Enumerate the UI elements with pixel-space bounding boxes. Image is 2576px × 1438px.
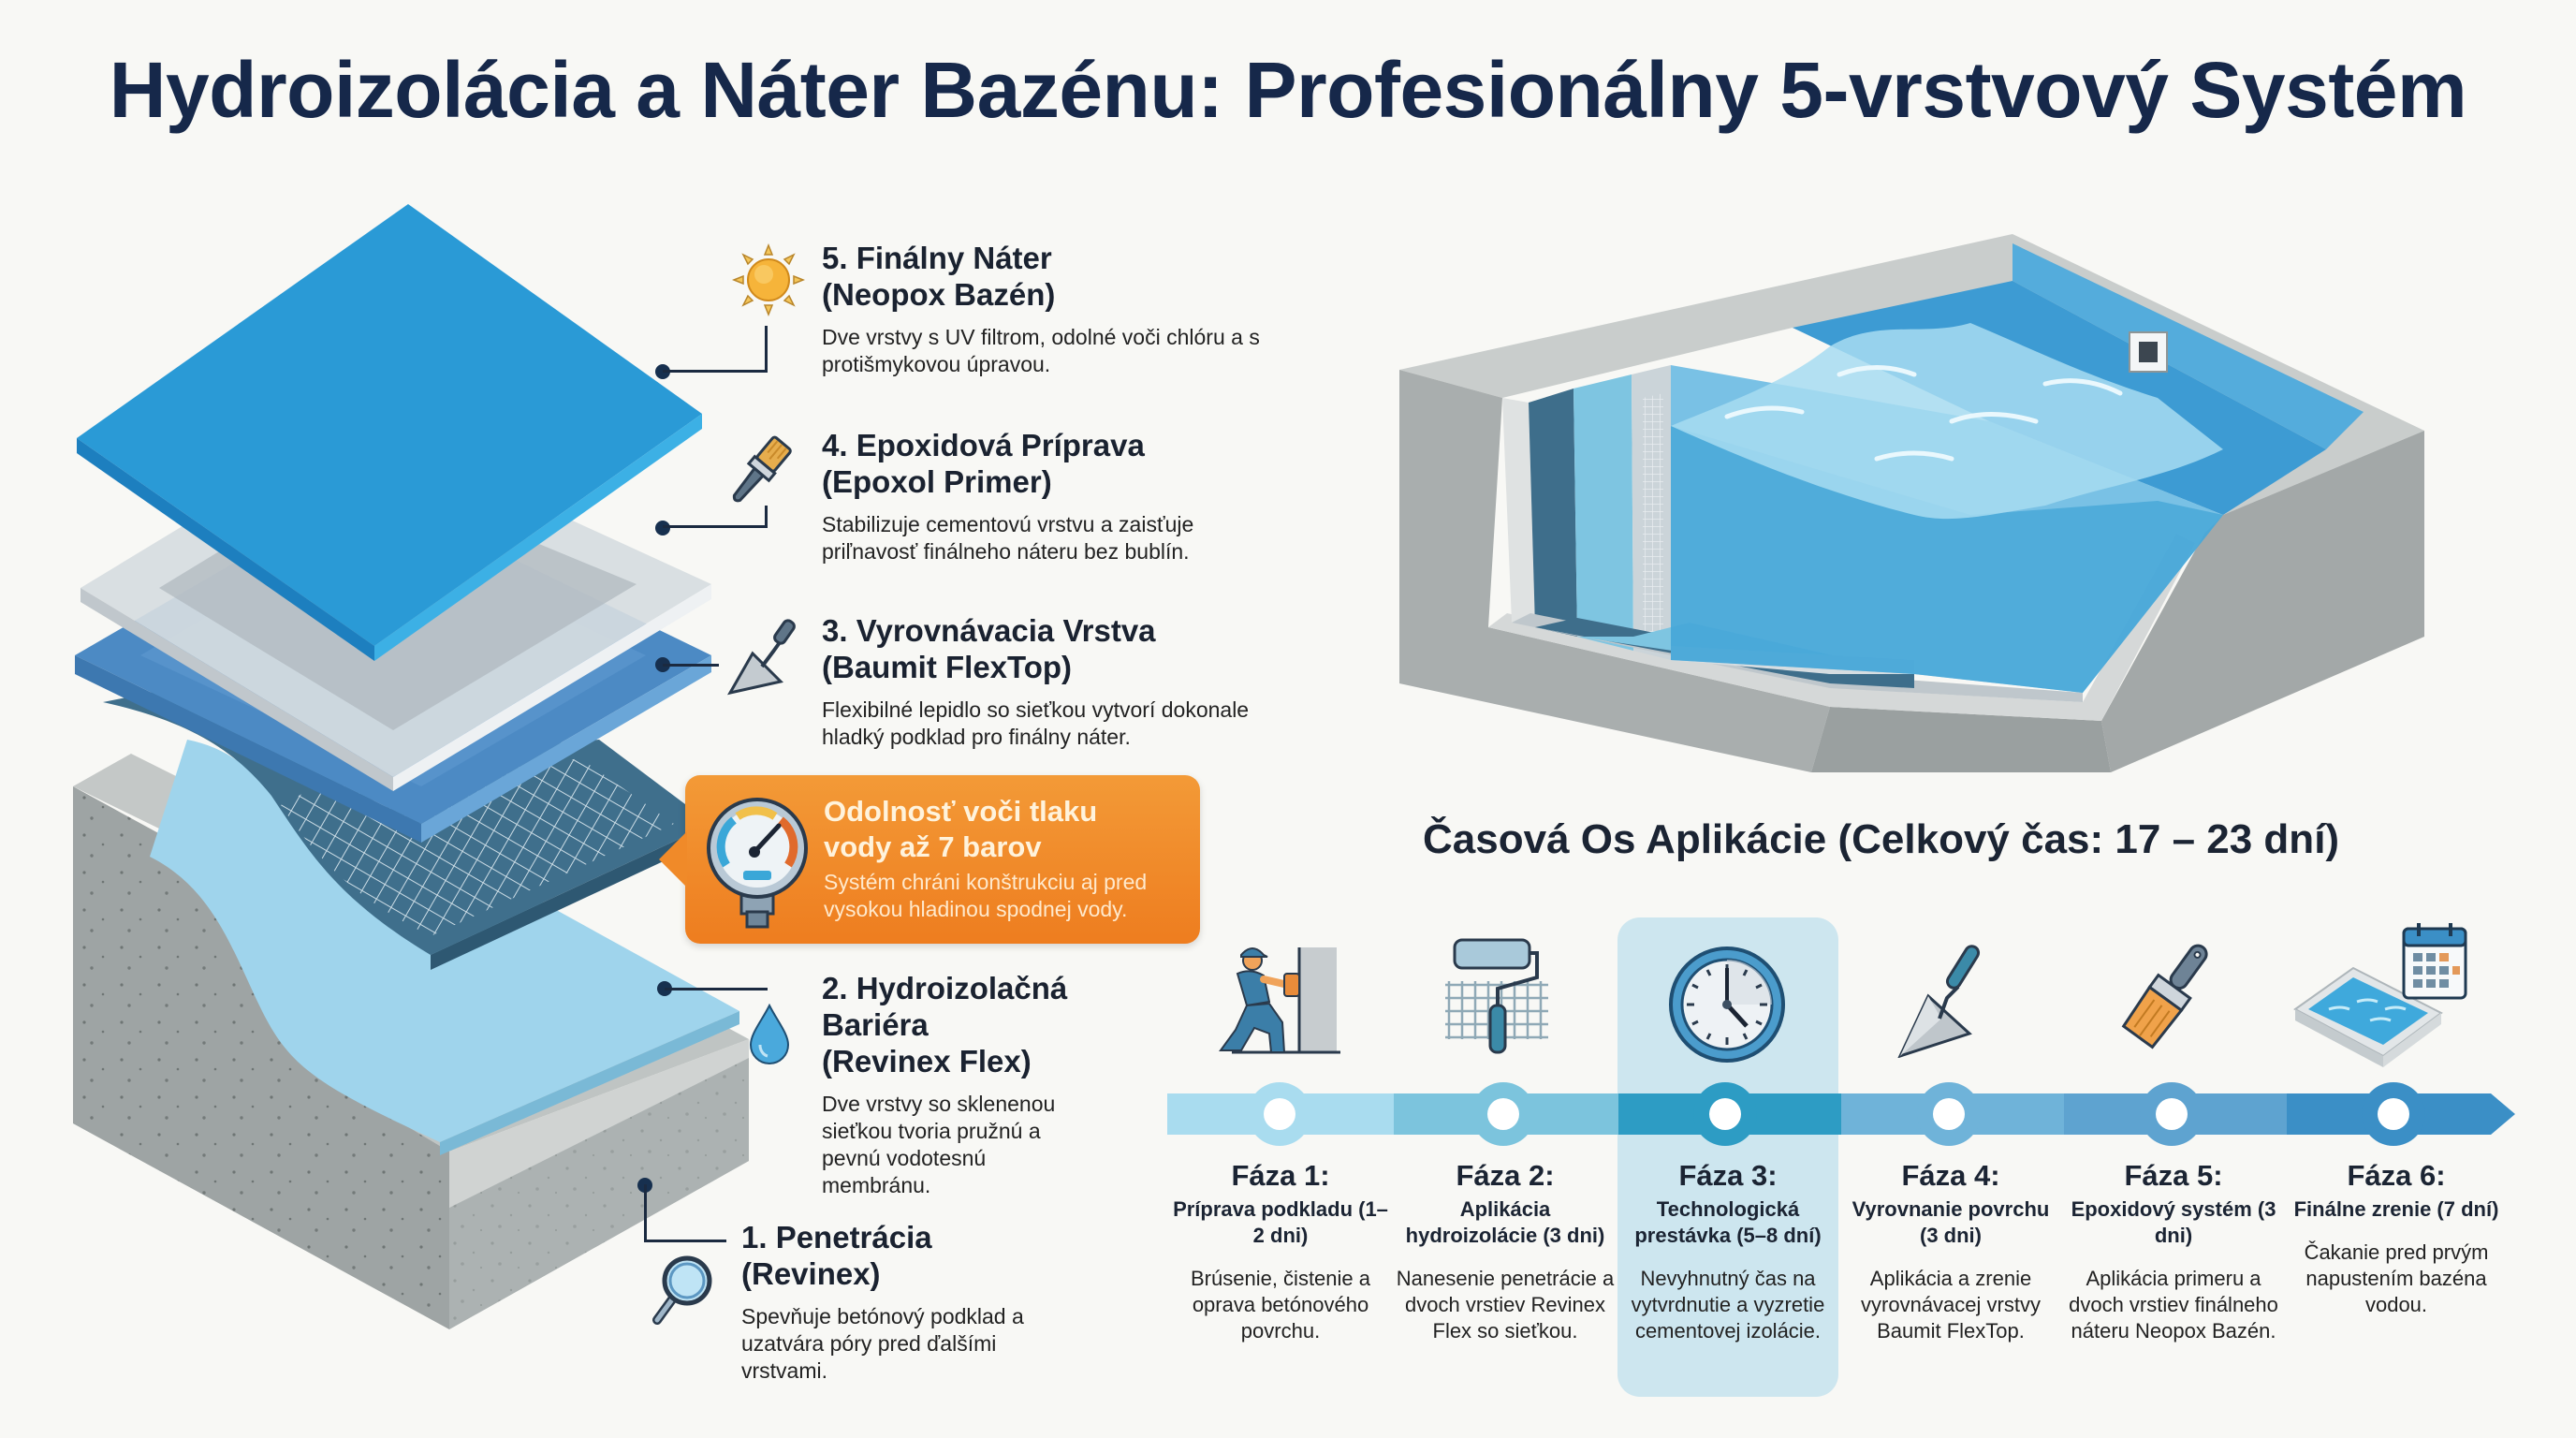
pool-calendar-icon bbox=[2291, 923, 2469, 1078]
timeline-title: Časová Os Aplikácie (Celkový čas: 17 – 2… bbox=[1423, 816, 2340, 862]
layer-1-connector bbox=[644, 1184, 726, 1242]
trowel-icon bbox=[1895, 936, 1988, 1063]
phase-1: Fáza 1: Príprava podkladu (1–2 dni) Brús… bbox=[1170, 1159, 1391, 1344]
layer-5-finish bbox=[77, 204, 702, 661]
layer-1-description: Spevňuje betónový podklad a uzatvára pór… bbox=[741, 1304, 1024, 1383]
layer-3-connector bbox=[663, 664, 719, 667]
layer-2-description: Dve vrstvy so sklenenou sieťkou tvoria p… bbox=[822, 1092, 1056, 1197]
timeline-node-2[interactable] bbox=[1471, 1082, 1535, 1146]
layer-5-label: 5. Finálny Náter (Neopox Bazén) Dve vrst… bbox=[822, 240, 1309, 378]
phase-6: Fáza 6: Finálne zrenie (7 dní) Čakanie p… bbox=[2286, 1159, 2507, 1318]
phase-1-description: Brúsenie, čistenie a oprava betónového p… bbox=[1191, 1267, 1370, 1343]
layer-1-heading-1: 1. Penetrácia bbox=[741, 1220, 932, 1255]
phase-2-description: Nanesenie penetrácie a dvoch vrstiev Rev… bbox=[1396, 1267, 1615, 1343]
phase-3-label: Fáza 3: bbox=[1678, 1159, 1778, 1192]
sun-icon bbox=[731, 242, 806, 321]
phase-4: Fáza 4: Vyrovnanie povrchu (3 dni) Aplik… bbox=[1840, 1159, 2061, 1344]
layer-3-heading-2: (Baumit FlexTop) bbox=[822, 650, 1073, 684]
layer-3-description: Flexibilné lepidlo so sieťkou vytvorí do… bbox=[822, 697, 1250, 749]
phase-3-description: Nevyhnutný čas na vytvrdnutie a vyzretie… bbox=[1631, 1267, 1825, 1343]
phase-4-label: Fáza 4: bbox=[1901, 1159, 2000, 1192]
layer-2-heading-1: 2. Hydroizolačná bbox=[822, 971, 1068, 1005]
timeline-arrow-head bbox=[2491, 1093, 2515, 1135]
timeline-node-4[interactable] bbox=[1917, 1082, 1981, 1146]
clock-icon bbox=[1666, 944, 1788, 1070]
pool-cross-section-illustration bbox=[1399, 234, 2424, 772]
layer-4-connector bbox=[663, 506, 768, 528]
paint-roller-mesh-icon bbox=[1445, 936, 1558, 1063]
phase-6-label: Fáza 6: bbox=[2347, 1159, 2446, 1192]
phase-5-label: Fáza 5: bbox=[2124, 1159, 2223, 1192]
timeline-node-1[interactable] bbox=[1248, 1082, 1311, 1146]
phase-5: Fáza 5: Epoxidový systém (3 dni) Aplikác… bbox=[2063, 1159, 2284, 1344]
layer-4-description: Stabilizuje cementovú vrstvu a zaisťuje … bbox=[822, 512, 1194, 564]
layer-stack-illustration bbox=[73, 204, 749, 1329]
layer-3-heading-1: 3. Vyrovnávacia Vrstva bbox=[822, 613, 1156, 648]
phase-6-description: Čakanie pred prvým napustením bazéna vod… bbox=[2304, 1240, 2489, 1316]
layer-5-heading-1: 5. Finálny Náter bbox=[822, 241, 1052, 275]
phase-6-subtitle: Finálne zrenie (7 dní) bbox=[2293, 1197, 2499, 1221]
phase-4-description: Aplikácia a zrenie vyrovnávacej vrstvy B… bbox=[1861, 1267, 2041, 1343]
timeline-node-3[interactable] bbox=[1693, 1082, 1757, 1146]
paintbrush-icon bbox=[721, 431, 796, 520]
paintbrush-icon bbox=[2112, 936, 2224, 1063]
phase-2-label: Fáza 2: bbox=[1456, 1159, 1555, 1192]
water-drop-icon bbox=[749, 1003, 790, 1070]
layer-4-label: 4. Epoxidová Príprava (Epoxol Primer) St… bbox=[822, 427, 1309, 565]
layer-2-heading-2: Bariéra bbox=[822, 1007, 929, 1042]
worker-icon bbox=[1213, 936, 1344, 1063]
layer-4-heading-2: (Epoxol Primer) bbox=[822, 464, 1052, 499]
magnifier-icon bbox=[651, 1255, 713, 1330]
phase-2: Fáza 2: Aplikácia hydroizolácie (3 dni) … bbox=[1395, 1159, 1616, 1344]
layer-4-heading-1: 4. Epoxidová Príprava bbox=[822, 428, 1145, 462]
layer-2-connector bbox=[665, 988, 768, 990]
layer-2-label: 2. Hydroizolačná Bariéra (Revinex Flex) … bbox=[822, 970, 1309, 1199]
pressure-resistance-callout: Odolnosť voči tlaku vody až 7 barov Syst… bbox=[659, 775, 1200, 944]
trowel-icon bbox=[724, 616, 805, 705]
phase-5-description: Aplikácia primeru a dvoch vrstiev fináln… bbox=[2069, 1267, 2278, 1343]
callout-description: Systém chráni konštrukciu aj pred vysoko… bbox=[824, 870, 1148, 921]
page-title: Hydroizolácia a Náter Bazénu: Profesioná… bbox=[109, 46, 2467, 134]
layer-3-label: 3. Vyrovnávacia Vrstva (Baumit FlexTop) … bbox=[822, 612, 1309, 751]
phase-1-label: Fáza 1: bbox=[1231, 1159, 1330, 1192]
pressure-gauge-icon bbox=[706, 792, 809, 937]
layer-1-heading-2: (Revinex) bbox=[741, 1256, 881, 1291]
phase-4-subtitle: Vyrovnanie povrchu (3 dni) bbox=[1852, 1197, 2050, 1247]
layer-1-label: 1. Penetrácia (Revinex) Spevňuje betónov… bbox=[741, 1219, 1228, 1385]
phase-2-subtitle: Aplikácia hydroizolácie (3 dni) bbox=[1405, 1197, 1605, 1247]
phase-3-subtitle: Technologická prestávka (5–8 dní) bbox=[1634, 1197, 1822, 1247]
layer-2-heading-3: (Revinex Flex) bbox=[822, 1044, 1032, 1078]
layer-5-connector bbox=[663, 326, 768, 373]
phase-5-subtitle: Epoxidový systém (3 dni) bbox=[2071, 1197, 2276, 1247]
phase-1-subtitle: Príprava podkladu (1–2 dni) bbox=[1173, 1197, 1388, 1247]
layer-5-description: Dve vrstvy s UV filtrom, odolné voči chl… bbox=[822, 325, 1260, 376]
layer-4-dot bbox=[655, 521, 670, 536]
callout-heading: Odolnosť voči tlaku vody až 7 barov bbox=[824, 795, 1098, 863]
layer-5-heading-2: (Neopox Bazén) bbox=[822, 277, 1056, 312]
timeline-node-6[interactable] bbox=[2362, 1082, 2425, 1146]
phase-3: Fáza 3: Technologická prestávka (5–8 dní… bbox=[1617, 1159, 1838, 1344]
timeline-node-5[interactable] bbox=[2140, 1082, 2203, 1146]
